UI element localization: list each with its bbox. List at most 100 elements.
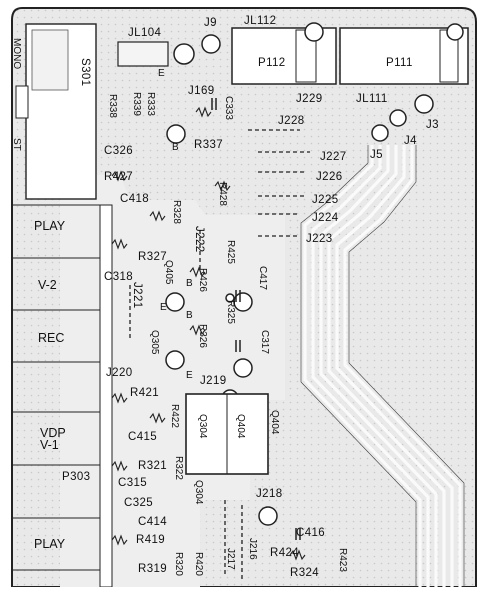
label-r427: R427 bbox=[104, 171, 133, 183]
transistor-labels: Q405 Q305 Q304 Q404 Q404 Q304 bbox=[149, 260, 280, 505]
label-j229: J229 bbox=[296, 93, 323, 105]
label-q405: Q405 bbox=[163, 260, 174, 285]
label-rec: REC bbox=[38, 331, 64, 345]
copper-area-center bbox=[60, 175, 285, 587]
label-r328: R328 bbox=[171, 200, 182, 224]
label-j222: J222 bbox=[193, 226, 205, 253]
bus-trace-edges bbox=[300, 145, 465, 587]
pin-b-1: B bbox=[172, 142, 179, 153]
label-v2: V-2 bbox=[38, 278, 57, 292]
label-c333: C333 bbox=[223, 96, 234, 120]
label-r425: R425 bbox=[225, 240, 236, 264]
pin-header bbox=[99, 204, 113, 588]
pin-b-2: B bbox=[186, 278, 193, 289]
pin-e-2: E bbox=[160, 302, 167, 313]
label-c416: C416 bbox=[296, 527, 325, 539]
label-v1: V-1 bbox=[40, 438, 59, 452]
label-jl111: JL111 bbox=[356, 93, 388, 105]
label-j9: J9 bbox=[204, 17, 217, 29]
label-jl112: JL112 bbox=[244, 15, 276, 27]
label-j224: J224 bbox=[312, 212, 339, 224]
label-r421: R421 bbox=[130, 387, 159, 399]
label-j3: J3 bbox=[426, 119, 439, 131]
switch-mono-label: MONO bbox=[11, 38, 22, 69]
pin-e-1: E bbox=[158, 68, 165, 79]
label-r338: R338 bbox=[107, 94, 118, 118]
switch-reference-label: S301 bbox=[79, 58, 91, 86]
label-p112: P112 bbox=[258, 57, 286, 69]
side-labels: PLAY V-2 REC VDP V-1 PLAY bbox=[34, 219, 66, 551]
label-j225: J225 bbox=[312, 194, 339, 206]
label-j169: J169 bbox=[188, 85, 215, 97]
label-r424: R424 bbox=[270, 547, 299, 559]
label-c414: C414 bbox=[138, 516, 167, 528]
label-r324: R324 bbox=[290, 567, 319, 579]
capacitor-labels: C333 C326 C418 C318 C417 C317 C415 C315 … bbox=[104, 96, 325, 539]
label-q404-side: Q404 bbox=[269, 410, 280, 435]
label-r333: R333 bbox=[145, 92, 156, 116]
label-c418: C418 bbox=[120, 193, 149, 205]
resistor-symbols bbox=[111, 106, 306, 561]
label-r423: R423 bbox=[337, 548, 348, 572]
resistor-labels: R338 R339 R333 R337 R427 R428 R328 R327 … bbox=[104, 92, 348, 579]
label-r420: R420 bbox=[193, 552, 204, 576]
label-j4: J4 bbox=[404, 135, 417, 147]
label-r339: R339 bbox=[131, 92, 142, 116]
label-r321: R321 bbox=[138, 460, 167, 472]
label-j217: J217 bbox=[225, 548, 236, 570]
pin-e-3: E bbox=[186, 370, 193, 381]
label-r326: R326 bbox=[197, 324, 208, 348]
label-j5: J5 bbox=[370, 149, 383, 161]
label-j219: J219 bbox=[200, 375, 227, 387]
label-r419: R419 bbox=[136, 534, 165, 546]
label-r327: R327 bbox=[138, 251, 167, 263]
label-r426: R426 bbox=[197, 268, 208, 292]
label-r320: R320 bbox=[173, 552, 184, 576]
label-c318: C318 bbox=[104, 271, 133, 283]
label-c415: C415 bbox=[128, 431, 157, 443]
switch-s301-knob bbox=[31, 29, 69, 91]
label-jl104: JL104 bbox=[128, 27, 162, 39]
label-j220: J220 bbox=[106, 367, 133, 379]
label-r337: R337 bbox=[194, 139, 223, 151]
label-j226: J226 bbox=[316, 171, 343, 183]
label-p303: P303 bbox=[62, 471, 90, 483]
label-p111: P111 bbox=[386, 57, 413, 69]
label-vdp: VDP bbox=[40, 426, 66, 440]
label-j228: J228 bbox=[278, 115, 305, 127]
jumper-dashes bbox=[129, 129, 310, 580]
label-j221: J221 bbox=[131, 282, 143, 309]
label-c325: C325 bbox=[124, 497, 153, 509]
label-j216: J216 bbox=[247, 538, 258, 560]
label-play-2: PLAY bbox=[34, 537, 66, 551]
label-j227: J227 bbox=[320, 151, 347, 163]
switch-st-label: ST bbox=[11, 138, 22, 151]
label-j218: J218 bbox=[256, 488, 283, 500]
label-r319: R319 bbox=[138, 563, 167, 575]
label-q404-block: Q404 bbox=[235, 414, 246, 439]
jumper-labels: JL104 J9 JL112 J169 J229 JL111 J3 J4 J5 … bbox=[106, 15, 439, 570]
label-q304-bottom: Q304 bbox=[193, 480, 204, 505]
label-j223: J223 bbox=[306, 233, 333, 245]
pin-labels: E B B E B E bbox=[158, 68, 193, 381]
label-c326: C326 bbox=[104, 145, 133, 157]
label-c317: C317 bbox=[259, 330, 270, 354]
label-r322: R322 bbox=[173, 456, 184, 480]
label-r428: R428 bbox=[217, 182, 228, 206]
label-play-1: PLAY bbox=[34, 219, 66, 233]
jl104-box bbox=[117, 41, 169, 67]
label-r325: R325 bbox=[225, 300, 236, 324]
label-q304-block: Q304 bbox=[197, 414, 208, 439]
left-traces bbox=[12, 204, 110, 571]
switch-labels: MONO S301 ST bbox=[11, 38, 91, 151]
connector-labels: P112 P111 P303 bbox=[62, 57, 413, 483]
switch-s301-slot bbox=[15, 85, 29, 119]
bus-traces bbox=[303, 145, 462, 587]
label-r422: R422 bbox=[169, 404, 180, 428]
capacitor-symbols bbox=[211, 98, 301, 540]
label-c315: C315 bbox=[118, 477, 147, 489]
label-q305: Q305 bbox=[149, 330, 160, 355]
label-c417: C417 bbox=[257, 266, 268, 290]
